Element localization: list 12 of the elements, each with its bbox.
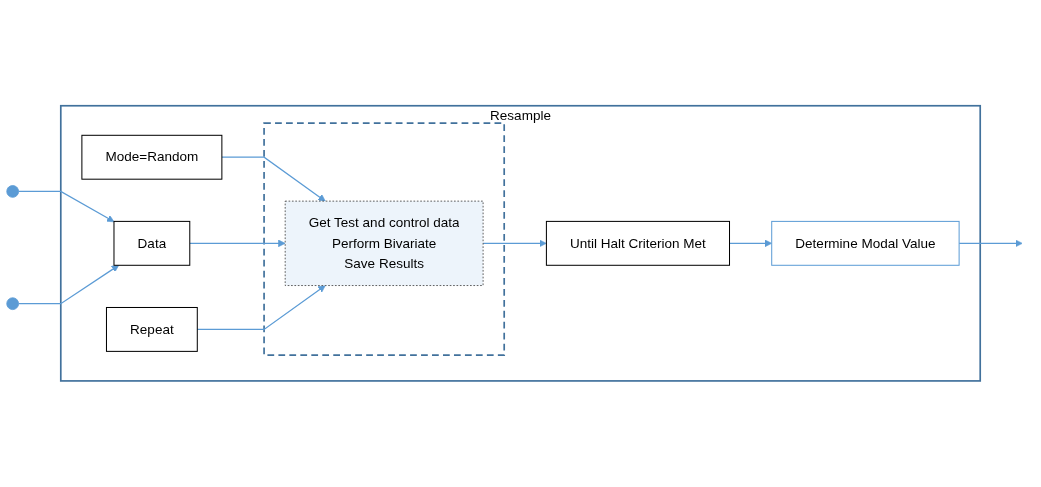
node-box: Mode=Random xyxy=(81,134,223,180)
cluster xyxy=(263,122,506,357)
node-box: Data xyxy=(113,221,191,266)
arrow xyxy=(189,239,286,248)
node-box: Until Halt Criterion Met xyxy=(545,221,730,266)
node-box: Get Test and control data Perform Bivariate Save Results xyxy=(284,200,484,287)
node-box: Repeat xyxy=(105,307,198,353)
arrow xyxy=(482,239,547,248)
arrow xyxy=(221,156,326,202)
arrow xyxy=(17,190,115,223)
node-box: Determine Modal Value xyxy=(771,221,960,266)
arrow xyxy=(17,265,120,305)
